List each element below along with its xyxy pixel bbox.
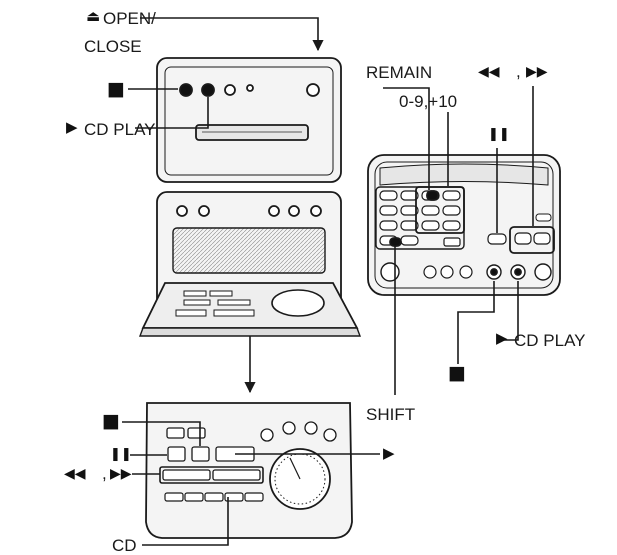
panel-cd-leader [142, 497, 229, 546]
remote-skip-comma: , [516, 62, 521, 81]
remote-rewind-button[interactable] [514, 232, 532, 245]
small-button[interactable] [224, 84, 236, 96]
remote-cd-play-label: CD PLAY [514, 331, 586, 350]
leader-lines [122, 17, 534, 546]
cd-play-leader [135, 97, 209, 129]
panel-skip-comma: , [102, 464, 107, 483]
cd-section-housing [156, 57, 342, 183]
enlarged-panel-view [145, 402, 353, 539]
remote-play-icon: ▶ [496, 329, 508, 347]
remote-pause-button[interactable] [487, 233, 507, 245]
panel-cd-button[interactable] [204, 492, 224, 502]
stop-icon: ■ [107, 78, 125, 100]
panel-forward-icon: ▶▶ [110, 466, 132, 482]
panel-stop-button[interactable] [191, 446, 210, 462]
cd-play-button[interactable] [201, 83, 215, 97]
main-display [172, 227, 326, 274]
panel-pause-icon: ❚❚ [110, 447, 132, 462]
panel-forward-button[interactable] [212, 469, 261, 481]
remote-forward-icon: ▶▶ [526, 64, 548, 80]
remote-stop-leader [457, 281, 495, 364]
panel-volume-dial[interactable] [271, 289, 325, 317]
cd-play-label: CD PLAY [84, 120, 156, 139]
shift-label: SHIFT [366, 405, 416, 424]
remote-pause-icon: ❚❚ [488, 127, 510, 142]
shift-button[interactable] [389, 237, 402, 247]
remain-leader [383, 87, 430, 190]
remote-rewind-icon: ◀◀ [478, 64, 500, 80]
remote-skip-group [509, 226, 555, 254]
remote-cd-play-leader [498, 281, 519, 341]
panel-rewind-button[interactable] [162, 469, 211, 481]
panel-play-icon: ▶ [383, 444, 395, 462]
main-unit-cd-section [156, 57, 342, 183]
panel-stop-leader [122, 421, 201, 446]
numbers-label: 0-9,+10 [399, 92, 458, 111]
open-close-button[interactable] [306, 83, 320, 97]
remote-forward-button[interactable] [533, 232, 551, 245]
panel-rewind-icon: ◀◀ [64, 466, 86, 482]
play-icon: ▶ [66, 118, 78, 136]
open-close-label: OPEN/ [103, 9, 156, 28]
open-close-leader [140, 17, 324, 52]
panel-stop-icon: ■ [102, 410, 120, 432]
remain-button[interactable] [426, 190, 439, 201]
remain-label: REMAIN [366, 63, 433, 82]
remote-control [367, 154, 561, 296]
open-close-label-2: CLOSE [84, 37, 142, 56]
main-unit-amp-section [138, 191, 362, 337]
panel-pause-button[interactable] [167, 446, 186, 462]
cd-label: CD [112, 536, 137, 555]
eject-icon: ⏏ [86, 7, 101, 25]
stop-button[interactable] [179, 83, 193, 97]
remote-stop-icon: ■ [448, 362, 466, 384]
